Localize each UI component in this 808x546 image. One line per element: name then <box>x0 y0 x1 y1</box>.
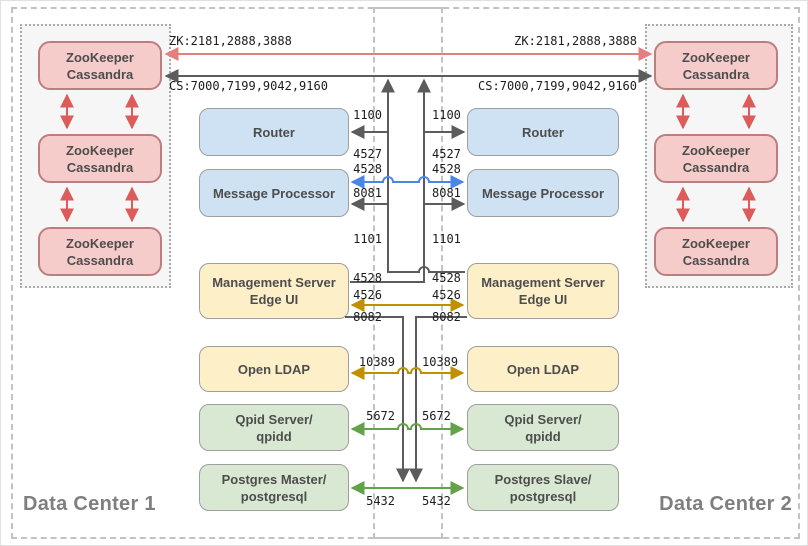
node-label: Management Server <box>212 275 336 290</box>
node-label: Qpid Server/ <box>504 411 582 427</box>
node-label: ZooKeeper <box>682 142 750 158</box>
zk-cassandra-node-dc1-1: ZooKeeper Cassandra <box>38 41 162 90</box>
ldap-port-right: 10389 <box>422 355 459 369</box>
open-ldap-dc2: Open LDAP <box>467 346 619 392</box>
port-label: 8081 <box>353 186 382 200</box>
node-label: Cassandra <box>66 159 134 175</box>
node-label: ZooKeeper <box>682 235 750 251</box>
node-label: ZooKeeper <box>682 49 750 65</box>
node-label: Management Server <box>481 275 605 290</box>
port-label: 8082 <box>353 310 382 324</box>
mp-ports-left: 1101 4528 8082 <box>332 207 382 350</box>
node-label: Edge UI <box>249 292 299 307</box>
node-label: ZooKeeper <box>66 235 134 251</box>
port-label: 1100 <box>432 108 461 122</box>
qpid-port-left: 5672 <box>366 409 395 423</box>
management-server-dc1: Management Server Edge UI <box>199 263 349 319</box>
zk-ports-label-left: ZK:2181,2888,3888 <box>169 34 292 48</box>
zk-ports-label-right: ZK:2181,2888,3888 <box>514 34 637 48</box>
node-label: ZooKeeper <box>66 142 134 158</box>
ms-port-left: 4526 <box>353 288 382 302</box>
port-label: 4528 <box>353 271 382 285</box>
router-ports-left: 1100 4527 8081 <box>332 83 382 226</box>
postgres-port-left: 5432 <box>366 494 395 508</box>
node-label: Cassandra <box>66 66 134 82</box>
node-label: Open LDAP <box>237 361 311 377</box>
node-label: qpidd <box>256 428 292 444</box>
data-center-1-label: Data Center 1 <box>23 493 156 515</box>
port-label: 4528 <box>432 271 461 285</box>
postgres-slave-dc2: Postgres Slave/ postgresql <box>467 464 619 511</box>
mp-cross-port-left: 4528 <box>353 162 382 176</box>
qpid-server-dc2: Qpid Server/ qpidd <box>467 404 619 451</box>
port-label: 8081 <box>432 186 461 200</box>
data-center-2-label: Data Center 2 <box>659 493 792 515</box>
node-label: Edge UI <box>518 292 568 307</box>
node-label: qpidd <box>525 428 561 444</box>
qpid-server-dc1: Qpid Server/ qpidd <box>199 404 349 451</box>
message-processor-dc2: Message Processor <box>467 169 619 217</box>
mp-ports-right: 1101 4528 8082 <box>432 207 482 350</box>
message-processor-dc1: Message Processor <box>199 169 349 217</box>
router-dc1: Router <box>199 108 349 156</box>
zk-cassandra-node-dc2-2: ZooKeeper Cassandra <box>654 134 778 183</box>
port-label: 4527 <box>353 147 382 161</box>
zk-cassandra-node-dc2-1: ZooKeeper Cassandra <box>654 41 778 90</box>
node-label: Message Processor <box>481 185 605 201</box>
data-center-1-region <box>11 7 443 539</box>
zk-cassandra-node-dc1-3: ZooKeeper Cassandra <box>38 227 162 276</box>
qpid-port-right: 5672 <box>422 409 451 423</box>
node-label: Qpid Server/ <box>235 411 313 427</box>
cs-ports-label-right: CS:7000,7199,9042,9160 <box>478 79 637 93</box>
port-label: 8082 <box>432 310 461 324</box>
zk-cassandra-node-dc2-3: ZooKeeper Cassandra <box>654 227 778 276</box>
node-label: Cassandra <box>66 252 134 268</box>
port-label: 1101 <box>432 232 461 246</box>
node-label: Cassandra <box>682 252 750 268</box>
router-ports-right: 1100 4527 8081 <box>432 83 482 226</box>
node-label: Cassandra <box>682 159 750 175</box>
node-label: Router <box>253 124 295 140</box>
node-label: ZooKeeper <box>66 49 134 65</box>
node-label: Postgres Master/ <box>221 471 327 487</box>
node-label: Open LDAP <box>506 361 580 377</box>
port-label: 1100 <box>353 108 382 122</box>
node-label: Postgres Slave/ <box>494 471 592 487</box>
ms-port-right: 4526 <box>432 288 461 302</box>
ldap-port-left: 10389 <box>358 355 395 369</box>
node-label: Router <box>522 124 564 140</box>
router-dc2: Router <box>467 108 619 156</box>
node-label: postgresql <box>240 488 308 504</box>
node-label: postgresql <box>509 488 577 504</box>
port-label: 1101 <box>353 232 382 246</box>
postgres-master-dc1: Postgres Master/ postgresql <box>199 464 349 511</box>
node-label: Message Processor <box>212 185 336 201</box>
management-server-dc2: Management Server Edge UI <box>467 263 619 319</box>
zk-cassandra-node-dc1-2: ZooKeeper Cassandra <box>38 134 162 183</box>
node-label: Cassandra <box>682 66 750 82</box>
cs-ports-label-left: CS:7000,7199,9042,9160 <box>169 79 328 93</box>
open-ldap-dc1: Open LDAP <box>199 346 349 392</box>
postgres-port-right: 5432 <box>422 494 451 508</box>
mp-cross-port-right: 4528 <box>432 162 461 176</box>
port-label: 4527 <box>432 147 461 161</box>
